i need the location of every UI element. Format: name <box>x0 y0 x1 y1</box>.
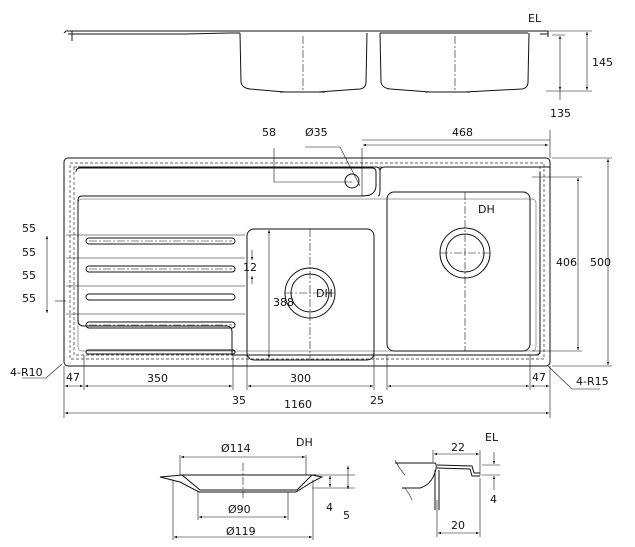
tap-hole-dimension: Ø35 <box>305 126 328 139</box>
outer-depth-dimension: 5 <box>343 509 350 522</box>
overall-height-dimension: 500 <box>590 256 611 269</box>
drain-hole-detail: DH Ø114 Ø90 Ø119 4 5 <box>159 436 355 540</box>
edge-label: EL <box>528 12 542 25</box>
left-bowl-length-dimension: 388 <box>273 296 294 309</box>
outer-diameter-dimension: Ø119 <box>226 525 256 538</box>
left-drain-label: DH <box>316 287 333 300</box>
bowl-radius-label: 4-R15 <box>576 375 609 388</box>
groove-width-dimension: 12 <box>243 261 257 274</box>
inner-depth-dimension: 4 <box>326 501 333 514</box>
right-drain-label: DH <box>478 203 495 216</box>
edge-top-width-dimension: 22 <box>451 441 465 454</box>
groove-spacing-4: 55 <box>22 292 36 305</box>
bowl-depth-dimension: 135 <box>550 107 571 120</box>
bottom-diameter-dimension: Ø90 <box>228 503 251 516</box>
total-height-dimension: 145 <box>592 56 613 69</box>
plan-view: 58 Ø35 468 55 55 55 55 12 388 DH DH 406 … <box>10 126 612 418</box>
groove-spacing-2: 55 <box>22 246 36 259</box>
drain-detail-title: DH <box>296 436 313 449</box>
side-view: EL 145 135 <box>63 12 613 120</box>
drainer-width-dimension: 350 <box>147 372 168 385</box>
outer-radius-label: 4-R10 <box>10 366 43 379</box>
right-width-dimension: 468 <box>452 126 473 139</box>
margin-right-dimension: 47 <box>532 371 546 384</box>
overall-width-dimension: 1160 <box>284 398 312 411</box>
top-diameter-dimension: Ø114 <box>221 442 251 455</box>
tap-hole <box>344 173 360 189</box>
edge-detail: EL 22 4 20 <box>394 431 500 537</box>
edge-detail-title: EL <box>485 431 499 444</box>
left-bowl-width-dimension: 300 <box>290 372 311 385</box>
margin-left-dimension: 47 <box>66 371 80 384</box>
groove-spacing-1: 55 <box>22 222 36 235</box>
drainer-gap-dimension: 35 <box>232 394 246 407</box>
edge-height-dimension: 4 <box>490 493 497 506</box>
drainer-grooves <box>85 237 236 355</box>
edge-bottom-width-dimension: 20 <box>451 519 465 532</box>
bowl-gap-dimension: 25 <box>370 394 384 407</box>
groove-spacing-3: 55 <box>22 269 36 282</box>
inner-height-dimension: 406 <box>556 256 577 269</box>
tap-offset-dimension: 58 <box>262 126 276 139</box>
